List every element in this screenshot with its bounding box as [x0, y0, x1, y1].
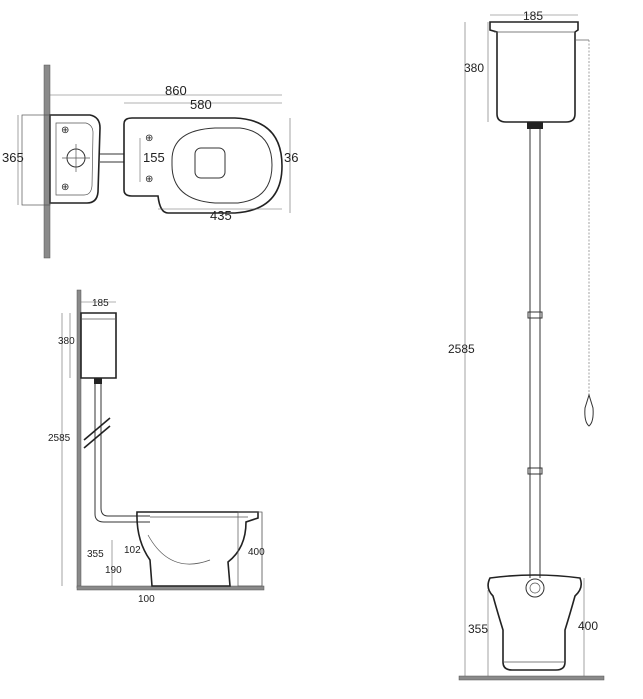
front-view: 185 380 2585 355 400	[448, 9, 605, 681]
front-floor	[458, 675, 605, 681]
plan-cistern-inner	[55, 122, 94, 196]
plan-dim-860: 860	[165, 83, 187, 98]
side-dim-102: 102	[124, 545, 141, 556]
side-pipe-bend-inner	[100, 507, 150, 517]
side-dim-380: 380	[58, 336, 75, 347]
plan-bowl-fix-2: ⊕	[145, 174, 153, 185]
plan-dim-435: 435	[210, 208, 232, 223]
plan-fixing-mark-top: ⊕	[61, 125, 69, 136]
plan-bowl-fix-1: ⊕	[145, 133, 153, 144]
plan-dim-155: 155	[143, 150, 165, 165]
plan-cistern-outline	[49, 114, 101, 204]
side-dim-100: 100	[138, 594, 155, 605]
plan-dim-36: 36	[284, 150, 298, 165]
front-cistern	[489, 21, 579, 123]
side-break-1	[83, 417, 111, 441]
side-dim-2585: 2585	[48, 433, 71, 444]
plan-fixing-mark-bottom: ⊕	[61, 182, 69, 193]
plan-bowl-rim	[171, 127, 273, 204]
plan-dim-365: 365	[2, 150, 24, 165]
plan-bowl-outline	[123, 117, 283, 214]
side-cistern-valve	[94, 378, 102, 384]
front-pan-inlet-inner	[529, 582, 541, 594]
plan-backplate	[21, 114, 51, 206]
front-dim-355: 355	[468, 622, 488, 636]
front-dim-400: 400	[578, 619, 598, 633]
plan-dim-580: 580	[190, 97, 212, 112]
front-pipe-joint-1	[527, 311, 543, 319]
side-dim-185: 185	[92, 298, 109, 309]
side-dim-190: 190	[105, 565, 122, 576]
plan-view: ⊕ ⊕ ⊕ ⊕ 860 580 365 36 155 435	[2, 64, 298, 259]
plan-wall	[43, 64, 51, 259]
side-dim-355: 355	[87, 549, 104, 560]
side-pan	[136, 511, 259, 587]
side-cistern	[80, 312, 117, 379]
side-pan-trap	[147, 534, 211, 565]
front-dim-2585: 2585	[448, 342, 475, 356]
side-dim-400: 400	[248, 547, 265, 558]
front-cistern-valve	[527, 122, 543, 129]
side-pipe-bend	[94, 513, 150, 523]
front-dim-185: 185	[523, 9, 543, 23]
side-break-2	[83, 425, 111, 449]
side-view: 185 380 2585 355 102 190 100 400	[48, 289, 265, 605]
plan-bowl-drain	[194, 147, 226, 179]
front-pan	[487, 574, 582, 671]
front-pan-inlet	[525, 578, 545, 598]
front-pipe-joint-2	[527, 467, 543, 475]
front-dim-380: 380	[464, 61, 484, 75]
front-chain-pull	[584, 393, 594, 427]
